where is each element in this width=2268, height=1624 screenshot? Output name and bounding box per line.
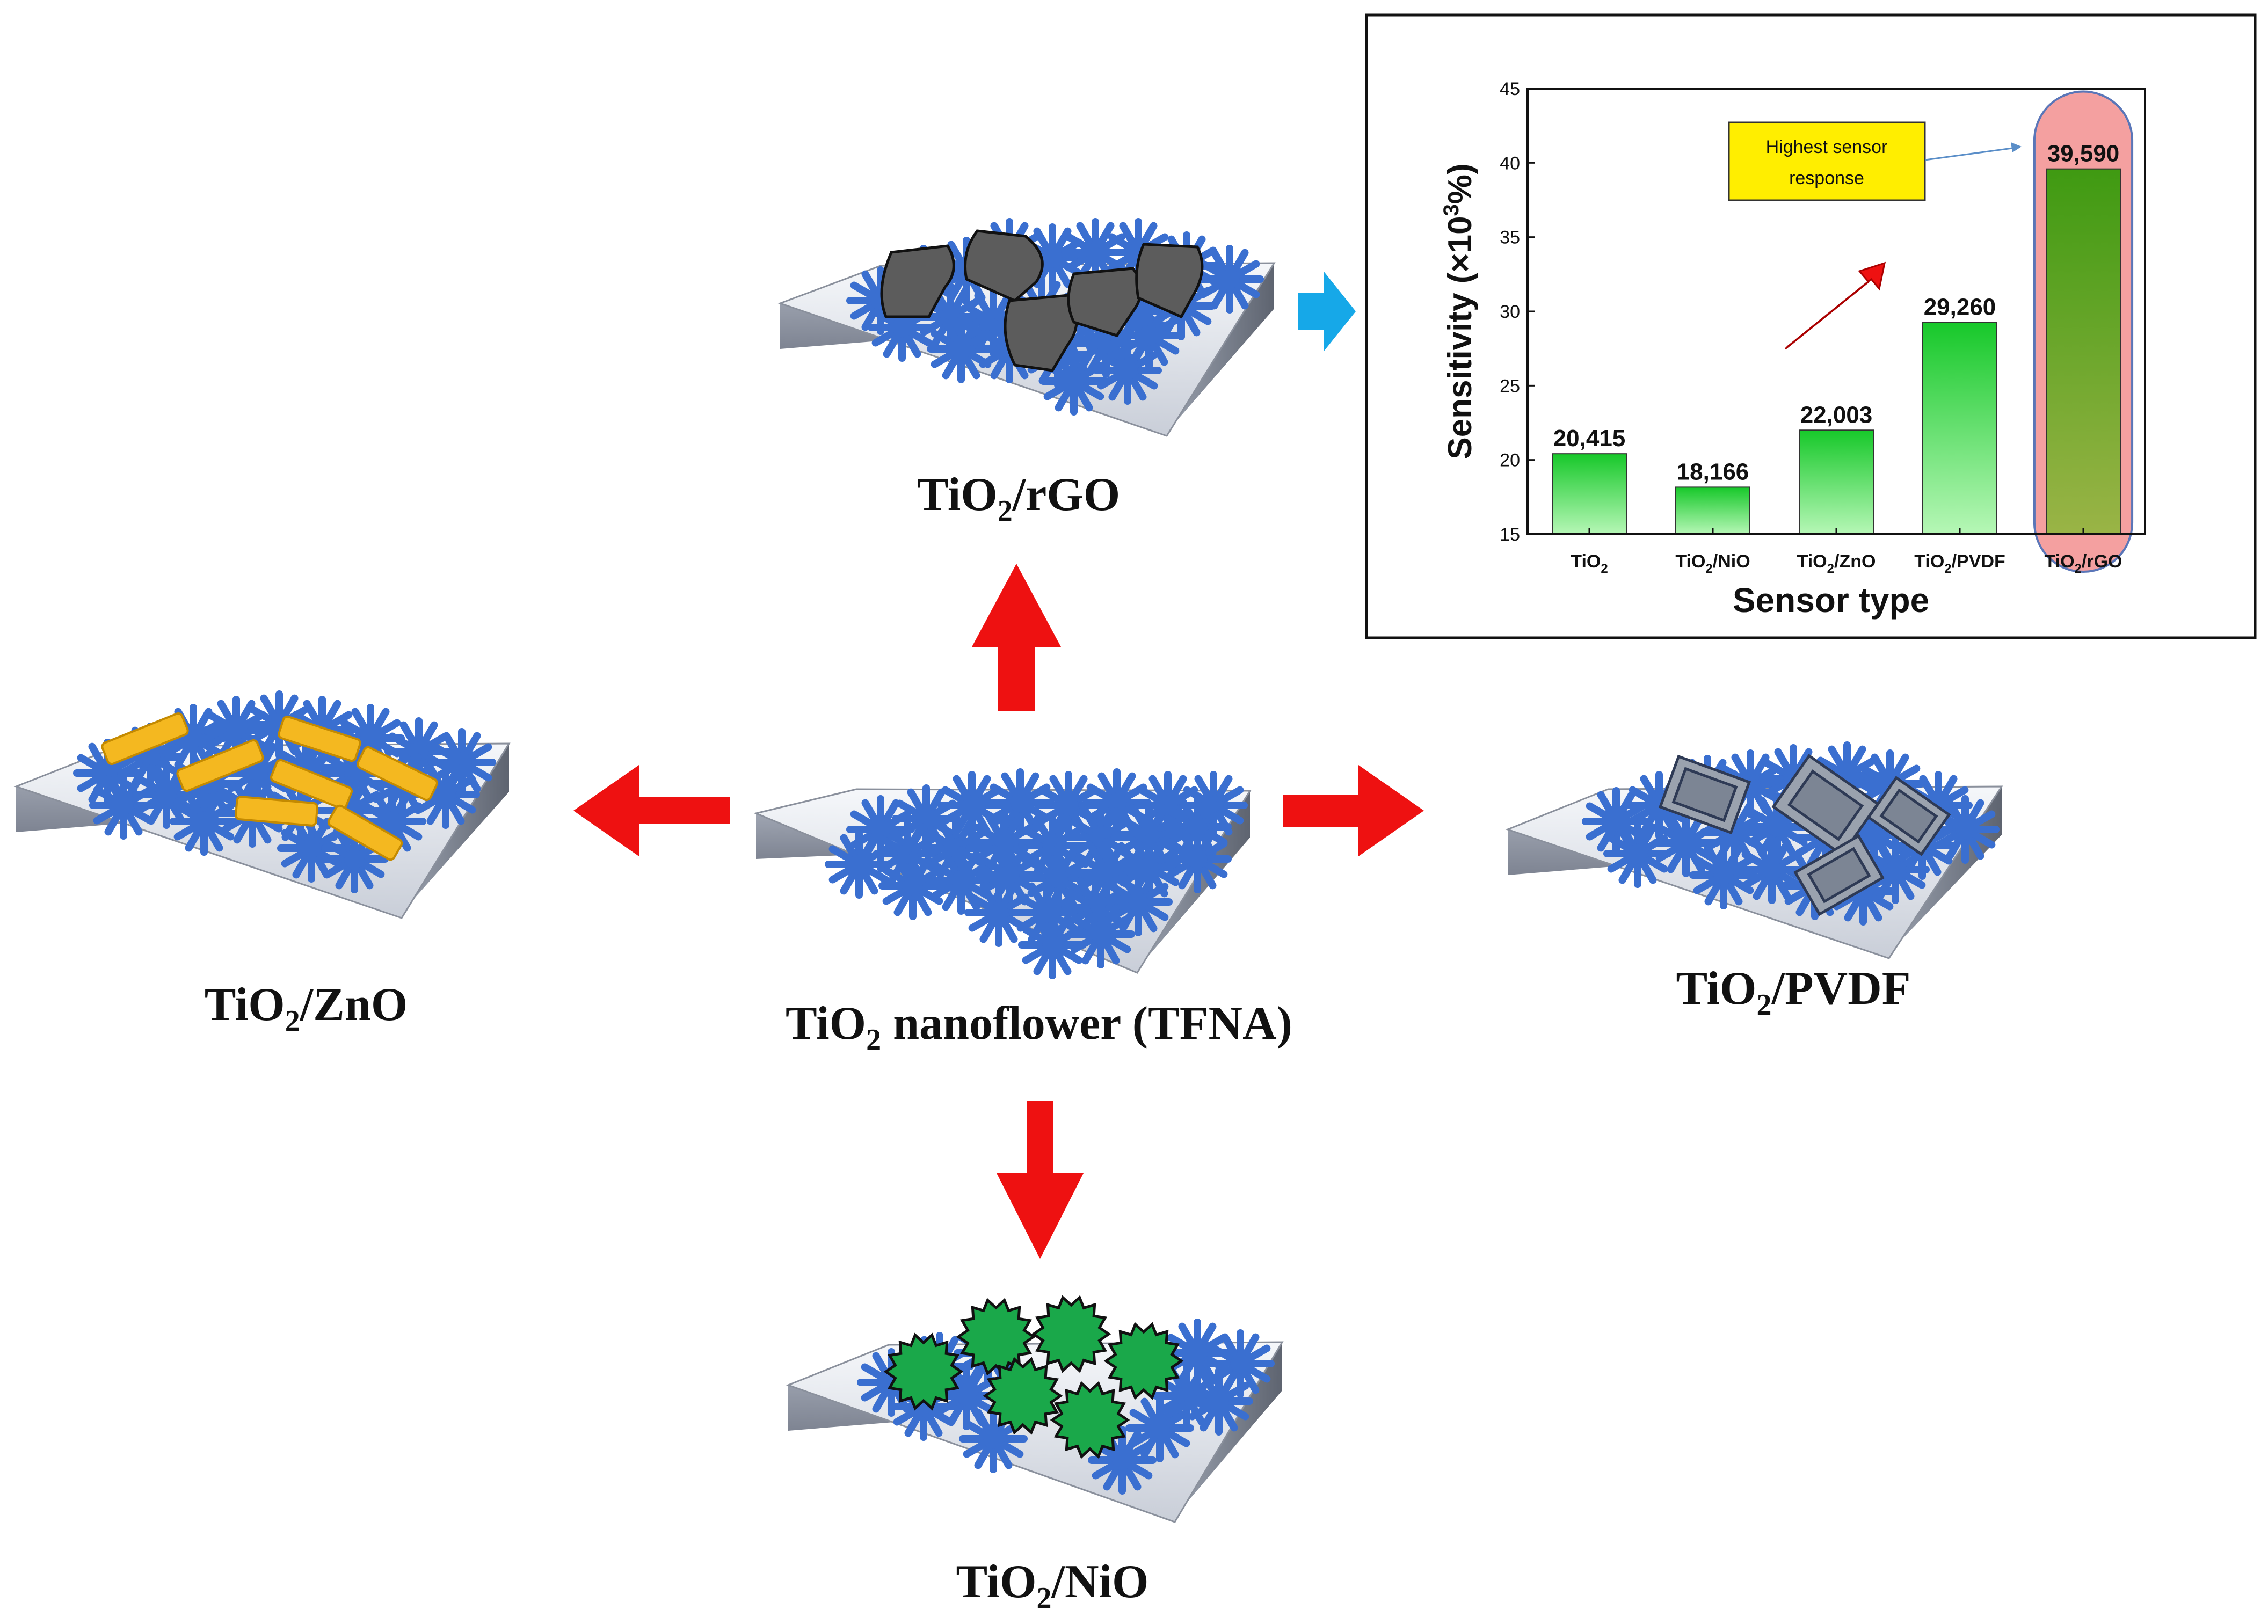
y-tick-label: 30 — [1500, 302, 1520, 322]
bar-value-label: 39,590 — [2047, 141, 2120, 167]
arrow-up — [972, 564, 1061, 711]
bar-value-label: 18,166 — [1677, 458, 1749, 485]
zno-slab — [13, 690, 511, 919]
callout-line-2: response — [1789, 168, 1864, 188]
arrow-left — [573, 765, 730, 856]
y-tick-label: 15 — [1500, 525, 1520, 545]
nio-particle — [883, 1332, 964, 1411]
bar-value-label: 29,260 — [1924, 294, 1996, 320]
x-tick-label: TiO2/ZnO — [1797, 551, 1876, 576]
callout-box: Highest sensor response — [1728, 121, 2022, 201]
y-tick-label: 20 — [1500, 450, 1520, 471]
label-zno: TiO2/ZnO — [205, 979, 408, 1038]
bar-value-label: 20,415 — [1553, 425, 1626, 451]
label-nio: TiO2/NiO — [956, 1556, 1149, 1615]
label-rgo: TiO2/rGO — [917, 469, 1120, 528]
callout-line-1: Highest sensor — [1766, 137, 1888, 157]
bar — [1799, 429, 1874, 535]
bar — [1675, 486, 1750, 535]
nio-particle — [1103, 1322, 1184, 1400]
y-tick-label: 45 — [1500, 79, 1520, 99]
y-tick-label: 25 — [1500, 376, 1520, 396]
arrow-to-chart — [1298, 271, 1356, 352]
arrow-down — [997, 1101, 1084, 1259]
x-tick-label: TiO2 — [1571, 551, 1608, 576]
rgo-slab — [777, 218, 1276, 437]
bar-value-label: 22,003 — [1800, 402, 1873, 428]
label-tfna: TiO2 nanoflower (TFNA) — [786, 997, 1292, 1057]
arrows — [573, 564, 1424, 1259]
rgo-sheets — [880, 229, 1204, 372]
nio-particle — [1031, 1295, 1111, 1373]
bar — [1552, 453, 1627, 535]
pvdf-slab — [1505, 741, 2003, 959]
label-pvdf: TiO2/PVDF — [1676, 963, 1910, 1022]
trend-arrow — [1784, 261, 1886, 350]
pvdf-cubes — [1658, 754, 1951, 916]
bar — [2046, 168, 2121, 535]
y-tick-label: 35 — [1500, 228, 1520, 248]
x-tick-label: TiO2/PVDF — [1914, 551, 2005, 576]
plot-area — [1526, 88, 2146, 535]
zno-nanorods — [101, 712, 438, 861]
y-axis-label: Sensitivity (×103%) — [1440, 163, 1479, 459]
x-axis-label: Sensor type — [1733, 581, 1929, 620]
callout-pointer — [1924, 147, 2017, 161]
y-tick-label: 40 — [1500, 153, 1520, 173]
x-tick-label: TiO2/NiO — [1675, 551, 1750, 576]
nio-slab — [786, 1295, 1284, 1523]
tfna-slab — [753, 768, 1252, 979]
x-tick-label: TiO2/rGO — [2045, 551, 2122, 576]
nio-particle — [1050, 1381, 1130, 1459]
arrow-right — [1283, 765, 1424, 856]
nio-particle — [983, 1357, 1063, 1435]
bar — [1922, 322, 1997, 535]
nio-particles — [883, 1295, 1184, 1459]
